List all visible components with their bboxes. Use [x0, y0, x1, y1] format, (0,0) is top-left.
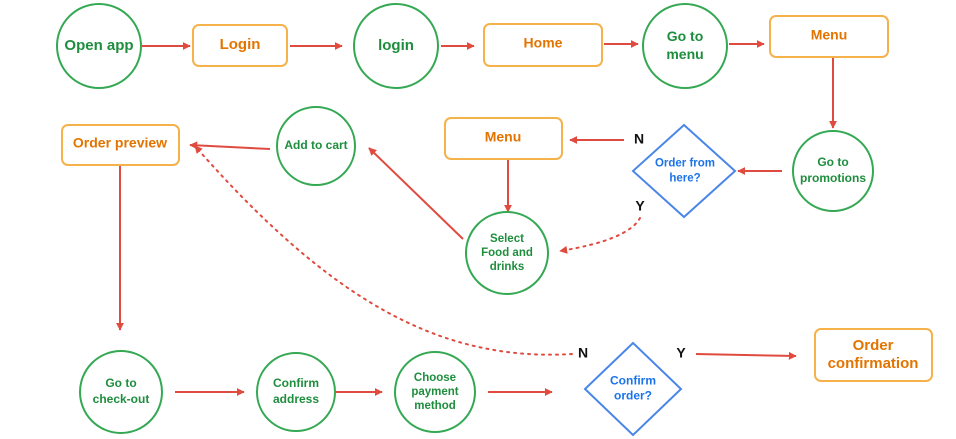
- label-line: Food and: [481, 247, 533, 259]
- node-choose-payment-label: Choose payment method: [411, 372, 458, 412]
- node-menu-top: Menu: [769, 15, 889, 58]
- node-order-preview-shape: [61, 124, 180, 166]
- node-home-shape: [483, 23, 603, 67]
- node-order-from-here: Order from here?: [631, 123, 737, 219]
- node-add-to-cart-shape: [276, 106, 356, 186]
- connectors: [116, 40, 837, 396]
- node-login-step: Login: [192, 24, 288, 67]
- node-confirm-address-shape: [256, 352, 336, 432]
- node-choose-payment-shape: [394, 351, 476, 433]
- node-home: Home: [483, 23, 603, 67]
- node-login-step-shape: [192, 24, 288, 67]
- arrow-yes-dotted-to-select-food: [559, 217, 641, 254]
- label-line: Go to: [817, 155, 848, 169]
- label-line: menu: [666, 46, 703, 62]
- node-order-from-here-label: Order from here?: [655, 158, 715, 185]
- node-menu-mid: Menu: [444, 117, 563, 160]
- branch-label-confirm-order-yes: Y: [676, 345, 686, 361]
- label-line: Go to: [667, 28, 704, 44]
- node-home-label: Home: [524, 35, 563, 51]
- label-line: Order: [853, 337, 894, 354]
- node-go-to-promotions: Go to promotions: [792, 130, 874, 212]
- node-add-to-cart: Add to cart: [276, 106, 356, 186]
- node-menu-top-label: Menu: [811, 27, 848, 43]
- arrow-yes-to-order-confirmation: [695, 351, 797, 360]
- node-confirm-address: Confirm address: [256, 352, 336, 432]
- branch-label-order-from-here-yes: Y: [635, 198, 645, 214]
- node-open-app-shape: [56, 3, 142, 89]
- label-line: Go to: [105, 376, 136, 390]
- node-go-to-menu-shape: [642, 3, 728, 89]
- node-go-to-promotions-label: Go to promotions: [800, 155, 866, 185]
- label-line: check-out: [93, 392, 150, 406]
- label-line: drinks: [490, 261, 525, 273]
- label-line: payment: [411, 386, 458, 398]
- node-menu-top-shape: [769, 15, 889, 58]
- node-confirm-address-label: Confirm address: [273, 376, 319, 406]
- branch-label-confirm-order-no: N: [578, 345, 588, 361]
- node-login-circle-label: login: [378, 37, 414, 54]
- node-open-app-label: Open app: [64, 37, 133, 54]
- node-go-to-menu: Go to menu: [642, 3, 728, 89]
- node-go-to-checkout-label: Go to check-out: [93, 376, 150, 406]
- node-menu-mid-shape: [444, 117, 563, 160]
- node-choose-payment: Choose payment method: [394, 351, 476, 433]
- label-line: Choose: [414, 372, 456, 384]
- node-go-to-checkout-shape: [79, 350, 163, 434]
- node-go-to-promotions-shape: [792, 130, 874, 212]
- branch-label-order-from-here-no: N: [634, 131, 644, 147]
- node-order-from-here-shape: [631, 123, 737, 219]
- arrow-select-food-to-add-to-cart: [368, 147, 464, 240]
- node-go-to-checkout: Go to check-out: [79, 350, 163, 434]
- label-line: address: [273, 392, 319, 406]
- label-line: here?: [669, 173, 700, 185]
- arrow-add-to-cart-to-order-preview: [189, 141, 271, 150]
- node-login-step-label: Login: [220, 36, 261, 53]
- label-line: Order from: [655, 158, 715, 170]
- node-confirm-order-shape: [583, 341, 683, 437]
- node-login-circle-shape: [353, 3, 439, 89]
- node-order-preview-label: Order preview: [73, 135, 167, 151]
- node-menu-mid-label: Menu: [485, 129, 522, 145]
- node-order-preview: Order preview: [61, 124, 180, 166]
- arrow-no-dotted-to-order-preview: [194, 145, 573, 356]
- node-go-to-menu-label: Go to menu: [666, 28, 703, 62]
- label-line: Confirm: [610, 374, 656, 388]
- label-line: Select: [490, 233, 524, 245]
- label-line: method: [414, 400, 456, 412]
- node-select-food-shape: [465, 211, 549, 295]
- node-login-circle: login: [353, 3, 439, 89]
- node-open-app: Open app: [56, 3, 142, 89]
- label-line: Confirm: [273, 376, 319, 390]
- label-line: confirmation: [828, 355, 919, 372]
- node-order-confirmation-shape: [814, 328, 933, 382]
- label-line: order?: [614, 389, 652, 403]
- node-add-to-cart-label: Add to cart: [284, 138, 347, 152]
- label-line: promotions: [800, 171, 866, 185]
